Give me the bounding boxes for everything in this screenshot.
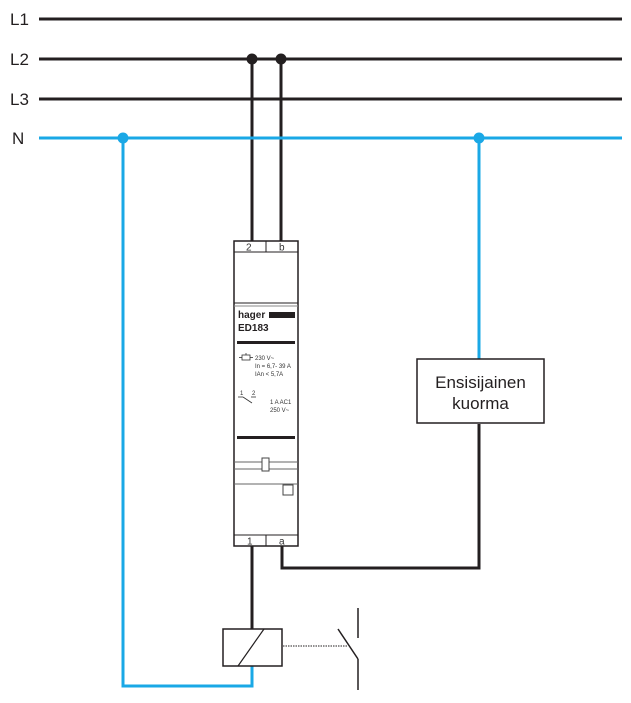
junction-dot-l2-a — [246, 53, 258, 65]
terminal-label-a: a — [279, 537, 285, 548]
bus-label-l1: L1 — [10, 10, 29, 29]
contact-spec-current: 1 A AC1 — [270, 400, 292, 406]
load-box-outline — [416, 358, 545, 424]
contact-label-2: 2 — [252, 391, 256, 397]
terminal-label-2: 2 — [246, 243, 252, 254]
module-separator-2 — [237, 436, 295, 439]
bus-label-l2: L2 — [10, 50, 29, 69]
bus-label-l3: L3 — [10, 90, 29, 109]
contact-symbol-icon — [238, 396, 256, 404]
wire-terminal-a-to-load — [280, 424, 481, 570]
hager-ed183-module: 2 b hager ED183 230 V~ In = 6,7- 39 A IA… — [233, 240, 299, 548]
brand-bar — [269, 312, 295, 318]
module-separator-1 — [237, 341, 295, 344]
relay-coil-icon — [222, 628, 283, 667]
load-box: Ensisijainen kuorma — [416, 358, 545, 424]
contact-spec-voltage: 250 V~ — [270, 408, 290, 414]
bus-label-n: N — [12, 129, 24, 148]
load-label-line1: Ensisijainen — [435, 373, 526, 392]
load-label-line2: kuorma — [452, 394, 509, 413]
contact-label-1: 1 — [240, 391, 244, 397]
module-indicator-window — [282, 484, 294, 496]
device-brand: hager — [238, 310, 265, 321]
module-latch — [261, 457, 270, 472]
coil-symbol-icon — [239, 353, 253, 361]
switch-contact-icon — [337, 608, 359, 690]
module-outline — [233, 240, 299, 547]
coil-spec-threshold: IAn < 5,7A — [255, 372, 283, 378]
device-model: ED183 — [238, 323, 269, 334]
wire-neutral-to-coil — [121, 138, 254, 688]
junction-dot-l2-b — [275, 53, 287, 65]
coil-spec-voltage: 230 V~ — [255, 356, 275, 362]
coil-spec-current: In = 6,7- 39 A — [255, 364, 291, 370]
terminal-label-1: 1 — [247, 537, 253, 548]
terminal-label-b: b — [279, 243, 285, 254]
